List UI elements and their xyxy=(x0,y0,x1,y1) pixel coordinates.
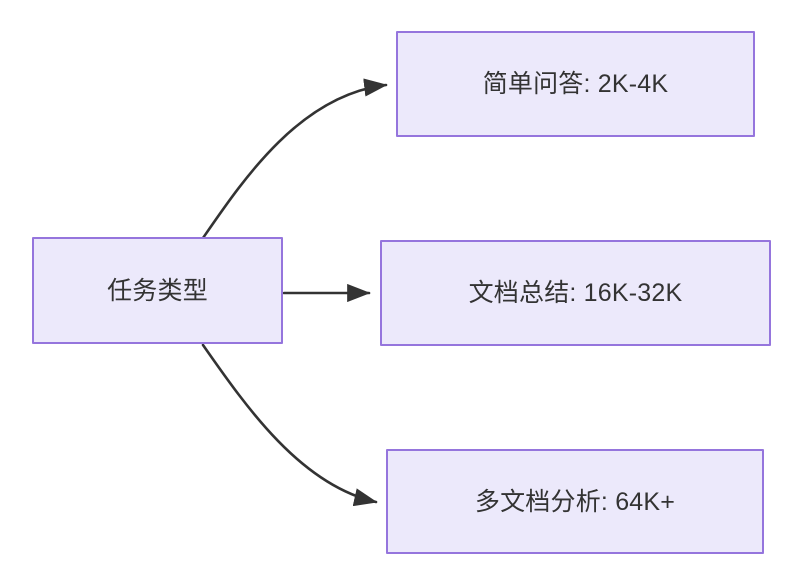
edge-root-to-simple-qa xyxy=(201,78,388,240)
node-multi-doc-label: 多文档分析: 64K+ xyxy=(474,487,676,516)
node-doc-summary-label: 文档总结: 16K-32K xyxy=(468,279,683,307)
edge-root-to-multi-doc xyxy=(201,343,378,507)
node-multi-doc[interactable]: 多文档分析: 64K+ xyxy=(386,449,764,554)
node-task-type[interactable]: 任务类型 xyxy=(32,237,283,344)
node-simple-qa-label: 简单问答: 2K-4K xyxy=(482,70,669,98)
node-simple-qa[interactable]: 简单问答: 2K-4K xyxy=(396,31,755,137)
node-task-type-label: 任务类型 xyxy=(107,276,208,305)
node-doc-summary[interactable]: 文档总结: 16K-32K xyxy=(380,240,771,346)
